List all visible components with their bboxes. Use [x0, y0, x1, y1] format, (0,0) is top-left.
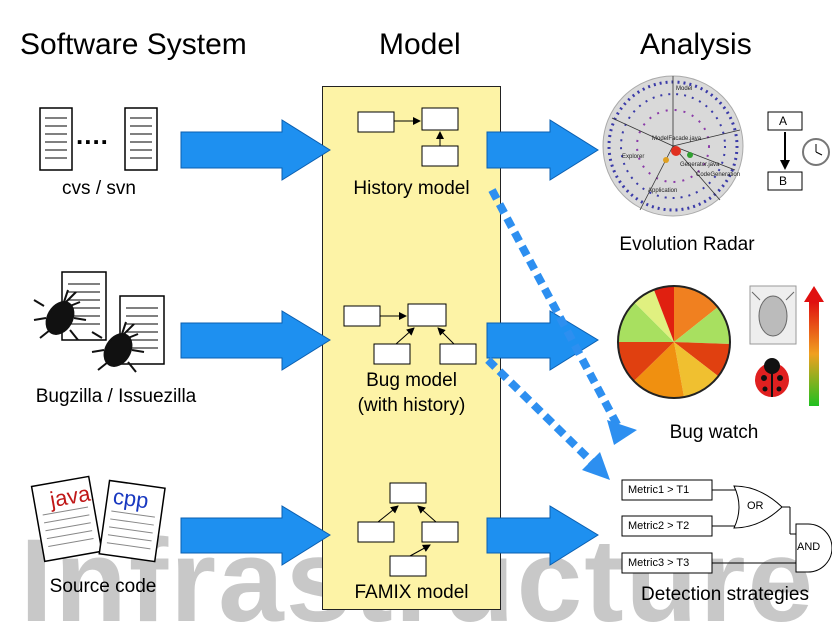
label-famix-model: FAMIX model [354, 582, 469, 603]
label-bugzilla: Bugzilla / Issuezilla [35, 386, 197, 407]
insect-drawing-icon [749, 285, 797, 345]
radar-label-generator: Generator.java [680, 162, 720, 168]
heading-software-system: Software System [20, 28, 247, 61]
metric-3-label: Metric3 > T3 [628, 557, 690, 569]
or-gate-label: OR [747, 500, 764, 512]
evolution-compare-icon [767, 111, 830, 191]
severity-gradient-arrow [804, 286, 824, 406]
bug-icon-2 [91, 321, 145, 373]
bugzilla-documents-icon [33, 271, 165, 373]
label-history-model: History model [353, 178, 470, 199]
dashed-head-2 [582, 452, 610, 480]
arrow-history-to-radar [486, 119, 599, 181]
bug-model-diagram [343, 303, 477, 365]
arrow-source-to-famix [180, 505, 331, 566]
ellipsis-dots: .... [76, 120, 109, 150]
radar-label-explorer: Explorer [622, 154, 645, 160]
and-gate-label: AND [797, 541, 821, 553]
heading-model: Model [379, 28, 461, 61]
bug-icon [33, 289, 87, 341]
dashed-head-1 [607, 420, 637, 445]
dashed-bug-to-detection [485, 357, 595, 465]
radar-label-model: Model [676, 86, 693, 92]
history-model-diagram [357, 107, 459, 167]
heading-analysis: Analysis [640, 28, 752, 61]
label-detection-strategies: Detection strategies [641, 584, 809, 605]
radar-label-application: Application [648, 188, 678, 194]
label-source-code: Source code [49, 576, 157, 597]
label-evolution-radar: Evolution Radar [619, 234, 755, 255]
dashed-arrows [485, 188, 637, 480]
box-a-label: A [779, 114, 788, 128]
source-code-documents-icon [30, 475, 166, 563]
ladybug-icon [755, 358, 789, 397]
dashed-history-to-detection [488, 188, 624, 432]
arrow-bug-to-bugwatch [486, 310, 599, 371]
evolution-radar-image [602, 75, 744, 217]
or-gate-shape [733, 485, 783, 529]
metric-1-label: Metric1 > T1 [628, 484, 690, 496]
bug-watch-pie [617, 285, 731, 399]
famix-model-diagram [357, 482, 459, 577]
label-bug-model-history: (with history) [357, 395, 466, 416]
label-bug-model: Bug model [366, 370, 457, 391]
arrow-bugzilla-to-bug [180, 310, 331, 371]
radar-label-codegeneration: CodeGeneration [696, 172, 741, 178]
flow-arrows [180, 119, 599, 566]
metric-2-label: Metric2 > T2 [628, 520, 690, 532]
box-b-label: B [779, 174, 788, 188]
cvs-documents-icon [39, 107, 158, 171]
arrow-cvs-to-history [180, 119, 331, 181]
label-cvs-svn: cvs / svn [62, 178, 136, 199]
detection-logic-diagram [621, 479, 832, 574]
radar-label-modelfacade: ModelFacade.java [652, 136, 702, 142]
arrow-famix-to-detection [486, 505, 599, 566]
label-bug-watch: Bug watch [669, 422, 759, 443]
label-cpp: cpp [111, 483, 151, 514]
clock-icon [802, 138, 830, 166]
